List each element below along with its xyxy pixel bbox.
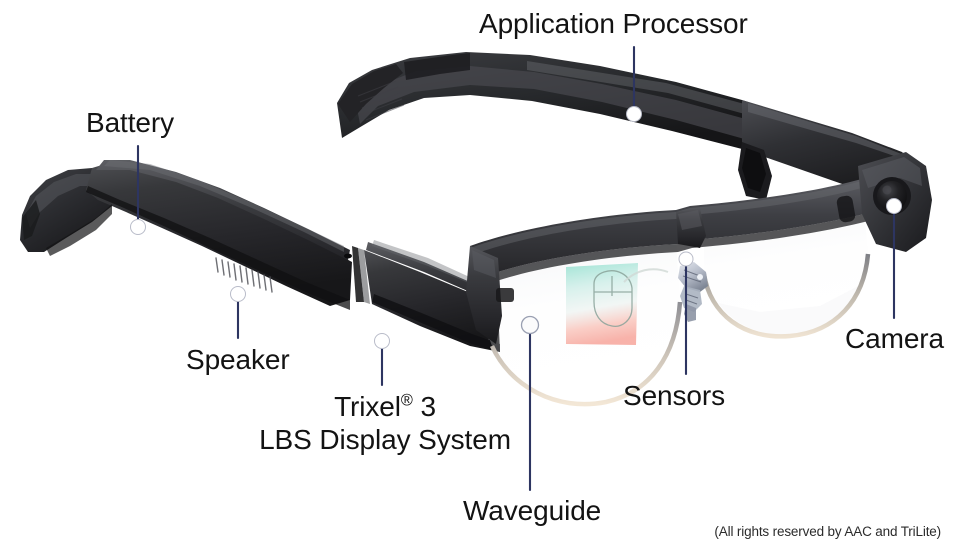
marker-waveguide [520,315,540,335]
trixel-version: 3 [412,391,436,422]
copyright-credit: (All rights reserved by AAC and TriLite) [714,524,941,539]
callout-label-application-processor: Application Processor [479,8,748,39]
trixel-line-1: Trixel® 3 [334,391,436,422]
marker-trixel [374,333,390,349]
callout-label-battery: Battery [86,107,175,138]
trixel-brand: Trixel [334,391,401,422]
back-temple-arm [337,52,916,205]
callout-label-trixel-3-lbs-display-system: Trixel® 3 LBS Display System [256,390,514,456]
left-temple-front-segment [364,240,500,352]
registered-trademark-icon: ® [400,391,413,410]
trixel-line-2: LBS Display System [259,424,511,456]
marker-camera [886,198,902,214]
ar-projection-overlay [566,263,669,345]
nose-bridge [676,208,706,248]
callout-leaders [136,45,896,492]
callout-label-sensors: Sensors [623,380,726,411]
callout-markers [130,106,902,349]
front-frame [466,152,932,407]
right-hinge-block [738,142,772,200]
marker-sensors [678,251,694,267]
callout-label-camera: Camera [845,323,944,354]
marker-battery [130,219,146,235]
left-temple-arm [20,160,370,310]
callout-label-speaker: Speaker [186,344,290,375]
sensor-module [678,262,708,322]
marker-application-processor [626,106,642,122]
speaker-grille [215,257,273,293]
marker-speaker [230,286,246,302]
callout-label-waveguide: Waveguide [463,495,602,526]
